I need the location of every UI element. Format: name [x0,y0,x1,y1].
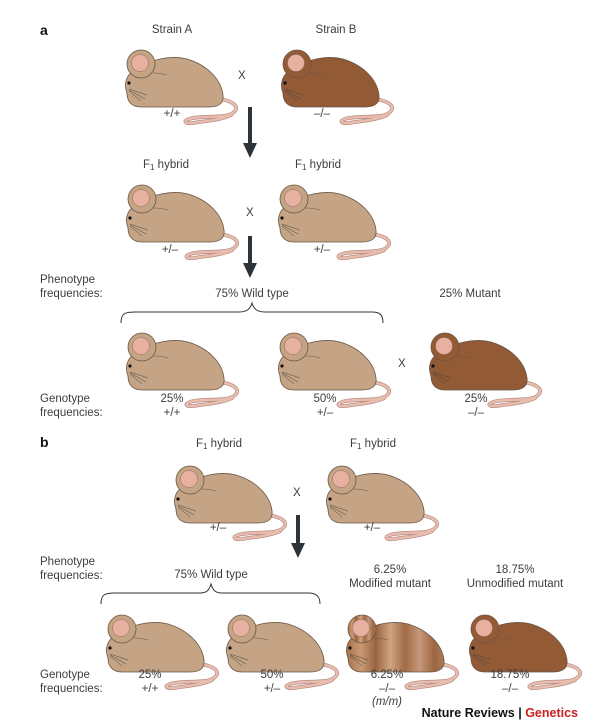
f1-hybrid-label-left: F1 hybrid [142,159,190,172]
phenotype-wild-type-a: 75% Wild type [215,288,289,300]
phenotype-unmodified-mutant: 18.75%Unmodified mutant [466,564,564,590]
genotype-f1-right: +/– [313,244,331,256]
phenotype-mutant-a: 25% Mutant [439,288,501,300]
f1-cross-symbol: X [246,207,254,219]
offspring-b-modified-genotype: 6.25%–/–(m/m) [370,669,404,708]
phenotype-modified-mutant: 6.25%Modified mutant [349,564,431,590]
f1-hybrid-label-right: F1 hybrid [294,159,342,172]
genotype-f1-left: +/– [161,244,179,256]
offspring-cross-symbol: X [398,358,406,370]
arrow-down-icon-a1 [243,107,257,158]
strain-b-label: Strain B [315,24,357,36]
journal-credit: Nature Reviews | Genetics [421,706,578,720]
strain-a-label: Strain A [151,24,193,36]
offspring-a-2-genotype: 50%+/– [313,393,337,419]
offspring-b-1-genotype: 25%+/+ [138,669,162,695]
f1-hybrid-label-b-left: F1 hybrid [195,438,243,451]
panel-a-label: a [40,22,48,38]
arrow-down-icon-a2 [243,236,257,278]
phenotype-wild-type-b: 75% Wild type [174,569,248,581]
offspring-a-3-genotype: 25%–/– [464,393,488,419]
genotype-f1-b-right: +/– [363,522,381,534]
brace-wild-type-b [100,582,321,605]
cross-symbol-b: X [293,487,301,499]
offspring-a-1-genotype: 25%+/+ [160,393,184,419]
offspring-b-unmodified-genotype: 18.75%–/– [490,669,530,695]
offspring-b-2-genotype: 50%+/– [260,669,284,695]
panel-b-label: b [40,434,49,450]
genotype-strain-a: +/+ [163,108,181,120]
cross-symbol: X [238,70,246,82]
genotype-strain-b: –/– [314,108,330,120]
f1-hybrid-label-b-right: F1 hybrid [349,438,397,451]
brace-wild-type-a [120,301,384,324]
genotype-f1-b-left: +/– [209,522,227,534]
arrow-down-icon-b [291,515,305,558]
